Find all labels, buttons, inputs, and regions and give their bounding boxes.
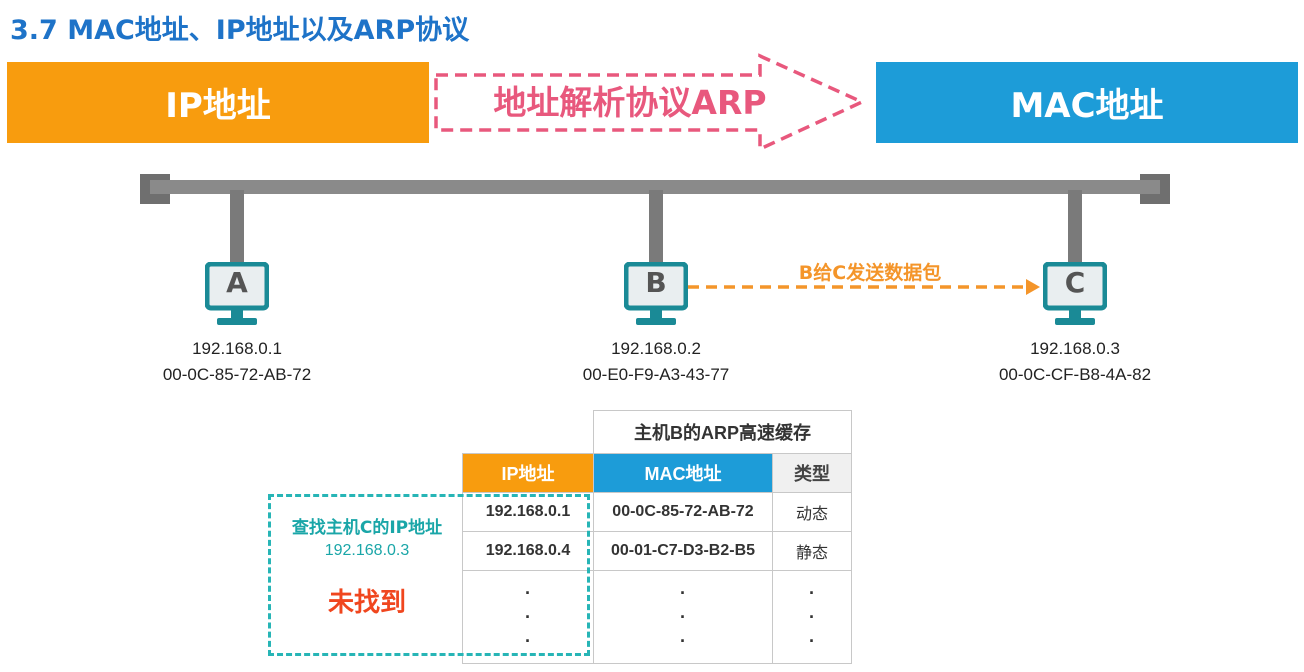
host-b-label: B [645,266,667,299]
host-c-label: C [1064,266,1086,299]
row-ip: 192.168.0.1 [462,492,594,532]
arp-cache-table: 主机B的ARP高速缓存 IP地址 MAC地址 类型 192.168.0.1 00… [462,410,852,664]
ellipsis-mac: · · · [593,570,773,664]
send-packet-label: B给C发送数据包 [798,262,942,284]
lookup-title: 查找主机C的IP地址 [291,518,443,538]
arp-label: 地址解析协议ARP [493,83,767,122]
computer-a-icon [205,262,269,325]
host-b-ip: 192.168.0.2 [611,339,701,358]
column-header-ip: IP地址 [462,453,594,493]
computer-b-icon [624,262,688,325]
column-header-mac: MAC地址 [593,453,773,493]
lookup-highlight-box [268,494,590,656]
ip-address-banner: IP地址 [7,62,429,143]
table-row-ellipsis: · · · · · · · · · [462,570,852,664]
host-a-ip: 192.168.0.1 [192,339,282,358]
column-header-type: 类型 [772,453,852,493]
row-mac: 00-01-C7-D3-B2-B5 [593,531,773,571]
arp-table-title: 主机B的ARP高速缓存 [593,410,852,454]
row-mac: 00-0C-85-72-AB-72 [593,492,773,532]
row-type: 静态 [772,531,852,571]
host-a-label: A [226,266,248,299]
host-c-ip: 192.168.0.3 [1030,339,1120,358]
ellipsis-type: · · · [772,570,852,664]
row-type: 动态 [772,492,852,532]
page-title: 3.7 MAC地址、IP地址以及ARP协议 [10,15,470,46]
lookup-ip: 192.168.0.3 [324,542,410,559]
table-row: 192.168.0.4 00-01-C7-D3-B2-B5 静态 [462,531,852,571]
host-b-mac: 00-E0-F9-A3-43-77 [582,365,730,384]
host-c-mac: 00-0C-CF-B8-4A-82 [998,365,1152,384]
mac-address-banner: MAC地址 [876,62,1298,143]
computer-c-icon [1043,262,1107,325]
table-row: 192.168.0.1 00-0C-85-72-AB-72 动态 [462,492,852,532]
lookup-result: 未找到 [327,588,406,618]
host-a-mac: 00-0C-85-72-AB-72 [162,365,312,384]
ellipsis-ip: · · · [462,570,594,664]
arp-arrow-icon [434,53,867,152]
table-corner [462,410,594,454]
